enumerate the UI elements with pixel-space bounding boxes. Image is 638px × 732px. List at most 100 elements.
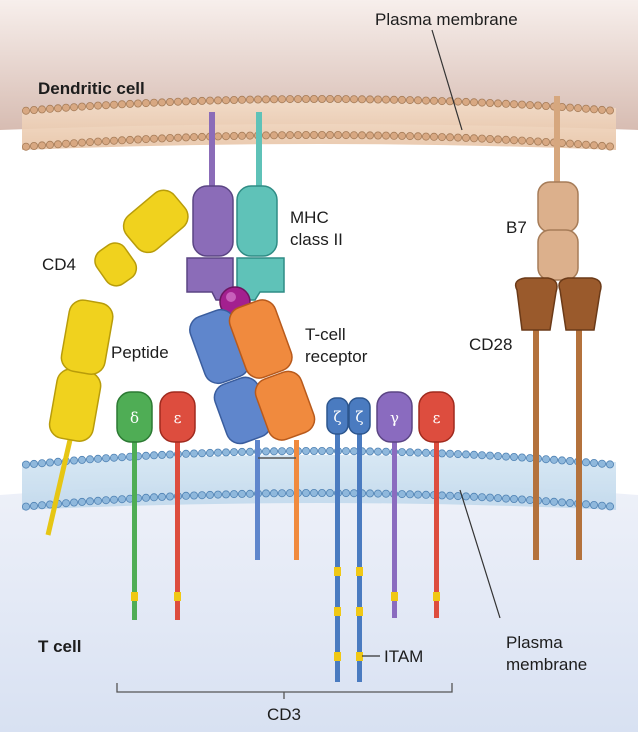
membrane-bead — [542, 455, 551, 464]
membrane-bead — [469, 450, 478, 459]
zeta-1-tail — [335, 430, 340, 682]
membrane-bead — [534, 101, 543, 110]
membrane-bead — [165, 492, 174, 501]
b7-ligand — [537, 96, 579, 281]
membrane-bead — [341, 489, 350, 498]
membrane-bead — [461, 450, 470, 459]
membrane-bead — [493, 494, 502, 503]
membrane-bead — [126, 99, 135, 108]
plasma-membrane-top-label: Plasma membrane — [375, 10, 518, 29]
mhc-alpha-stalk — [209, 112, 215, 192]
zeta-2-tail — [357, 430, 362, 682]
epsilon-left-domain — [159, 391, 196, 443]
membrane-bead — [78, 102, 87, 111]
membrane-bead — [102, 496, 111, 505]
membrane-bead — [453, 97, 462, 106]
zeta-1-symbol: ζ — [333, 408, 341, 426]
membrane-bead — [397, 448, 406, 457]
membrane-bead — [469, 134, 478, 143]
membrane-bead — [189, 491, 198, 500]
plasma-membrane-bottom-leader — [459, 489, 501, 619]
membrane-bead — [118, 453, 127, 462]
membrane-bead — [70, 139, 79, 148]
membrane-bead — [365, 447, 374, 456]
membrane-bead — [421, 132, 430, 141]
membrane-bead — [261, 131, 270, 140]
membrane-bead — [421, 96, 430, 105]
membrane-bead — [493, 135, 502, 144]
cd28-stalk-right — [576, 325, 582, 560]
membrane-bead — [349, 95, 358, 104]
membrane-bead — [477, 451, 486, 460]
mhc-beta-stalk — [256, 112, 262, 192]
cd4-tail — [45, 439, 73, 536]
membrane-bead — [261, 489, 270, 498]
membrane-bead — [38, 141, 47, 150]
epsilon-right-tail — [434, 440, 439, 618]
cd3-zeta-chain-2: ζ — [348, 397, 371, 682]
membrane-bead — [421, 490, 430, 499]
membrane-bead — [485, 134, 494, 143]
membrane-bead — [54, 104, 63, 113]
membrane-bead — [445, 491, 454, 500]
membrane-bead — [526, 454, 535, 463]
membrane-bead — [118, 100, 127, 109]
membrane-bead — [534, 137, 543, 146]
membrane-bead — [38, 501, 47, 510]
membrane-bead — [518, 100, 527, 109]
membrane-bead — [582, 500, 591, 509]
membrane-bead — [317, 95, 326, 104]
membrane-bead — [550, 455, 559, 464]
membrane-bead — [413, 96, 422, 105]
cd3-epsilon-chain-left: ε — [159, 391, 196, 620]
cd4-coreceptor — [45, 189, 189, 536]
membrane-bead — [86, 455, 95, 464]
membrane-bead — [165, 133, 174, 142]
membrane-bead — [133, 135, 142, 144]
epsilon-right-itam — [433, 592, 440, 601]
epsilon-left-symbol: ε — [174, 409, 182, 427]
membrane-bead — [341, 131, 350, 140]
membrane-bead — [54, 457, 63, 466]
membrane-bead — [157, 492, 166, 501]
membrane-bead — [606, 142, 615, 151]
membrane-bead — [509, 100, 518, 109]
membrane-bead — [333, 95, 342, 104]
membrane-bead — [381, 489, 390, 498]
membrane-bead — [582, 458, 591, 467]
membrane-bead — [269, 489, 278, 498]
membrane-bead — [317, 488, 326, 497]
membrane-bead — [501, 452, 510, 461]
membrane-bead — [86, 102, 95, 111]
membrane-bead — [413, 132, 422, 141]
delta-itam — [131, 592, 138, 601]
membrane-bead — [542, 497, 551, 506]
gamma-domain — [376, 391, 413, 443]
zeta-1-itam-2 — [334, 607, 341, 616]
membrane-bead — [357, 131, 366, 140]
mhc-label-line2: class II — [290, 230, 343, 249]
membrane-bead — [21, 460, 30, 469]
membrane-bead — [141, 135, 150, 144]
membrane-bead — [429, 96, 438, 105]
membrane-bead — [582, 104, 591, 113]
membrane-bead — [566, 103, 575, 112]
membrane-bead — [149, 451, 158, 460]
tcr-beta-bottom — [254, 370, 316, 441]
membrane-bead — [526, 137, 535, 146]
t-cell-cytoplasm — [0, 482, 638, 732]
dendritic-cell-label: Dendritic cell — [38, 79, 145, 98]
membrane-bead — [518, 453, 527, 462]
membrane-bead — [221, 448, 230, 457]
cd3-zeta-chain-1: ζ — [326, 397, 349, 682]
membrane-bead — [94, 454, 103, 463]
membrane-bead — [46, 140, 55, 149]
cd28-domain-left — [514, 277, 558, 331]
cd3-epsilon-chain-right: ε — [418, 391, 455, 618]
zeta-2-symbol: ζ — [355, 408, 363, 426]
membrane-bead — [229, 448, 238, 457]
zeta-1-domain — [326, 397, 349, 435]
membrane-bead — [149, 134, 158, 143]
membrane-bead — [173, 97, 182, 106]
